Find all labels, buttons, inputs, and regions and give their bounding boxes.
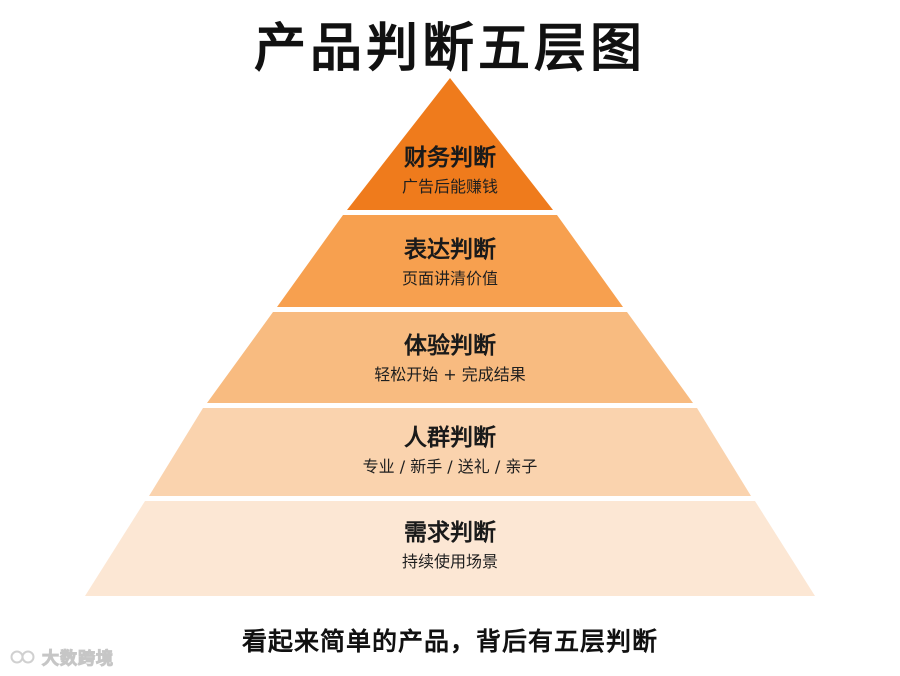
layer-desc: 页面讲清价值: [401, 269, 498, 288]
layer-name: 财务判断: [404, 145, 496, 171]
layer-name: 需求判断: [404, 520, 496, 546]
layer-desc: 专业 / 新手 / 送礼 / 亲子: [362, 457, 538, 476]
layer-audience: 人群判断 专业 / 新手 / 送礼 / 亲子: [0, 423, 900, 479]
page-title: 产品判断五层图: [253, 19, 646, 79]
layer-experience: 体验判断 轻松开始 + 完成结果: [0, 331, 900, 387]
watermark: 大数跨境: [10, 644, 114, 670]
layer-name: 体验判断: [404, 333, 496, 359]
layer-shape-finance: [347, 78, 553, 210]
layer-demand: 需求判断 持续使用场景: [0, 518, 900, 574]
layer-shape-experience: [207, 312, 693, 403]
layer-name: 人群判断: [404, 425, 496, 451]
layer-shape-expression: [277, 215, 623, 307]
layer-shape-demand: [85, 501, 815, 596]
layer-shape-audience: [149, 408, 751, 496]
watermark-text: 大数跨境: [42, 649, 114, 670]
layer-expression: 表达判断 页面讲清价值: [0, 235, 900, 291]
bottom-caption: 看起来简单的产品，背后有五层判断: [241, 627, 658, 656]
layer-desc: 持续使用场景: [401, 552, 498, 571]
layer-finance: 财务判断 广告后能赚钱: [0, 143, 900, 199]
watermark-logo-icon: [10, 650, 35, 663]
layer-desc: 轻松开始 + 完成结果: [374, 365, 526, 384]
layer-desc: 广告后能赚钱: [401, 177, 498, 196]
layer-name: 表达判断: [404, 237, 496, 263]
